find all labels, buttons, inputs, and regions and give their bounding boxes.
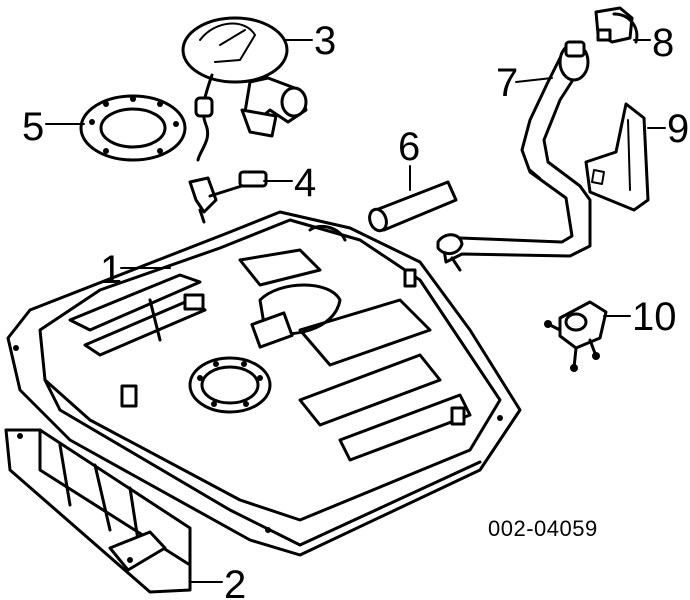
lock-ring xyxy=(79,94,187,162)
callout-9: 9 xyxy=(667,107,689,151)
callout-6: 6 xyxy=(398,125,420,169)
callout-3: 3 xyxy=(314,19,336,63)
callout-1: 1 xyxy=(100,248,122,292)
filler-neck-pipe xyxy=(436,40,592,272)
callout-2: 2 xyxy=(224,563,246,600)
fuel-level-sensor xyxy=(188,170,268,224)
reference-code: 002-04059 xyxy=(488,516,598,541)
callout-5: 5 xyxy=(22,105,44,149)
fuel-tank xyxy=(6,210,522,557)
callout-7: 7 xyxy=(496,61,518,105)
rollover-valve xyxy=(544,300,608,372)
leader-lines xyxy=(45,39,666,583)
fuel-pump-module xyxy=(181,16,308,162)
heat-shield xyxy=(4,428,192,594)
callout-4: 4 xyxy=(294,161,316,205)
callout-10: 10 xyxy=(632,295,677,339)
fuel-cap xyxy=(594,6,639,44)
filler-hose xyxy=(368,180,458,233)
callout-8: 8 xyxy=(652,21,674,65)
filler-bracket xyxy=(584,102,650,212)
